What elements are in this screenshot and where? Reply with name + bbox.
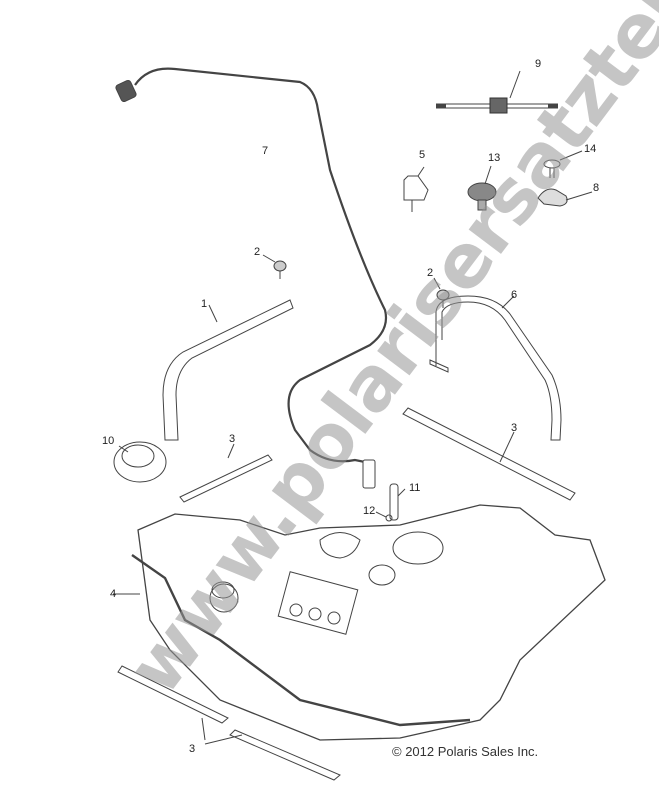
callout-6: 6: [511, 289, 518, 301]
strap-part: [162, 299, 294, 441]
callout-3: 3: [511, 422, 518, 434]
callout-4: 4: [110, 588, 117, 600]
hose-part: [375, 483, 406, 522]
fuel-cap-part: [113, 441, 167, 483]
callout-13: 13: [488, 152, 501, 164]
callout-14: 14: [584, 143, 597, 155]
copyright-notice: © 2012 Polaris Sales Inc.: [392, 744, 539, 759]
callout-3: 3: [229, 433, 236, 445]
rivet-part: [262, 254, 450, 308]
callout-2: 2: [254, 246, 261, 258]
callout-3: 3: [189, 743, 196, 755]
connector-part: [436, 70, 558, 114]
bracket-part: [403, 166, 429, 212]
callout-8: 8: [593, 182, 600, 194]
callout-1: 1: [201, 298, 208, 310]
callout-12: 12: [363, 505, 376, 517]
callout-11: 11: [409, 482, 421, 494]
callout-5: 5: [419, 149, 426, 161]
callout-10: 10: [102, 435, 115, 447]
rivet-part: [543, 150, 583, 178]
vent-line-part: [115, 67, 388, 489]
clip-part: [467, 165, 497, 211]
fuel-tank-part: [113, 504, 606, 741]
callout-2: 2: [427, 267, 434, 279]
pad-part: [117, 407, 576, 781]
callout-9: 9: [535, 58, 542, 70]
strap-part: [429, 295, 562, 441]
callout-7: 7: [262, 145, 269, 157]
clip-part: [537, 188, 593, 207]
